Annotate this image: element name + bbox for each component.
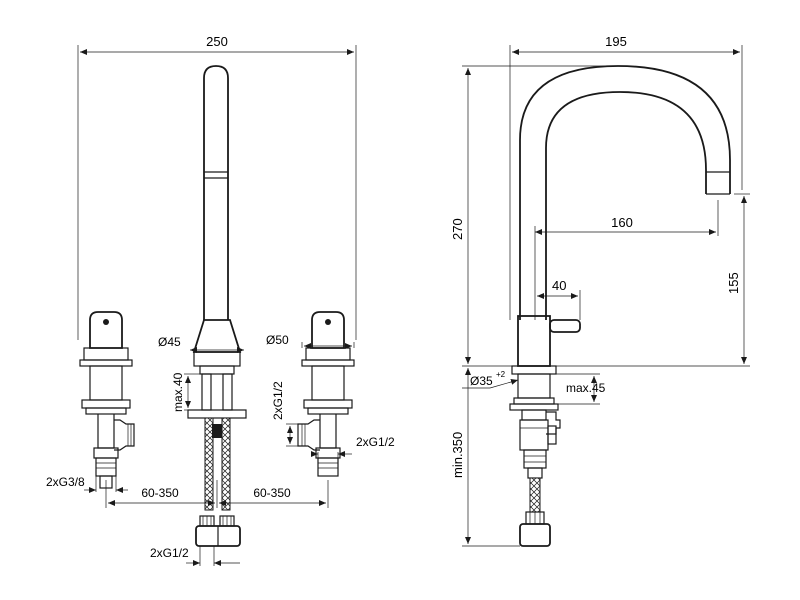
dim-label-left-spacing: 60-350 xyxy=(141,486,179,500)
dim-label-155: 155 xyxy=(726,272,741,294)
dim-deck-thickness-front: max.40 xyxy=(171,372,200,412)
dim-label-2xg12-horizontal: 2xG1/2 xyxy=(356,435,395,449)
dim-label-tolerance: +2 xyxy=(496,370,506,379)
front-right-valve xyxy=(297,311,355,477)
dim-label-diameter-50: Ø50 xyxy=(266,333,289,347)
dim-spacing: 60-350 60-350 xyxy=(105,480,329,508)
dim-label-diameter-35: Ø35 xyxy=(470,374,493,388)
dim-label-diameter-45: Ø45 xyxy=(158,335,181,349)
front-spout xyxy=(187,65,247,511)
dim-min-hose-length: min.350 xyxy=(450,368,520,547)
side-body xyxy=(509,315,581,547)
dim-label-270: 270 xyxy=(450,218,465,240)
dim-label-40: 40 xyxy=(552,278,566,293)
dim-handle-offset: 40 xyxy=(537,278,581,320)
dim-overall-height: 270 xyxy=(450,65,630,367)
dim-label-2xg12-vertical: 2xG1/2 xyxy=(271,381,285,420)
dim-label-right-spacing: 60-350 xyxy=(253,486,291,500)
side-spout xyxy=(519,65,731,320)
dim-label-2xg38: 2xG3/8 xyxy=(46,475,85,489)
dim-bottom-thread: 2xG1/2 xyxy=(150,546,240,566)
dim-right-inlet-vertical: 2xG1/2 xyxy=(271,381,298,447)
front-view: 250 Ø45 xyxy=(46,34,395,566)
dim-label-250: 250 xyxy=(206,34,228,49)
dim-outlet-height: 155 xyxy=(556,193,750,367)
side-view: 195 270 xyxy=(450,34,750,547)
dim-spout-reach: 160 xyxy=(534,200,719,320)
dim-handle-diameter: Ø50 xyxy=(266,333,355,349)
dim-label-max-45: max.45 xyxy=(566,381,606,395)
front-bottom-connectors xyxy=(195,515,241,547)
dim-deck-thickness-side: max.45 xyxy=(556,373,606,405)
dim-label-160: 160 xyxy=(611,215,633,230)
dim-overall-width-front: 250 xyxy=(77,34,357,340)
dim-overall-width-side: 195 xyxy=(509,34,743,320)
dim-mounting-hole: Ø35 +2 xyxy=(462,370,519,389)
dim-label-2xg12-bottom: 2xG1/2 xyxy=(150,546,189,560)
dim-spout-diameter: Ø45 xyxy=(158,335,244,353)
dim-label-max-40: max.40 xyxy=(171,372,185,412)
front-left-valve xyxy=(79,311,135,489)
dim-label-min-350: min.350 xyxy=(450,432,465,478)
dim-label-195: 195 xyxy=(605,34,627,49)
dim-left-inlet: 2xG3/8 xyxy=(46,475,128,493)
dim-right-inlet-horizontal: 2xG1/2 xyxy=(311,435,395,476)
